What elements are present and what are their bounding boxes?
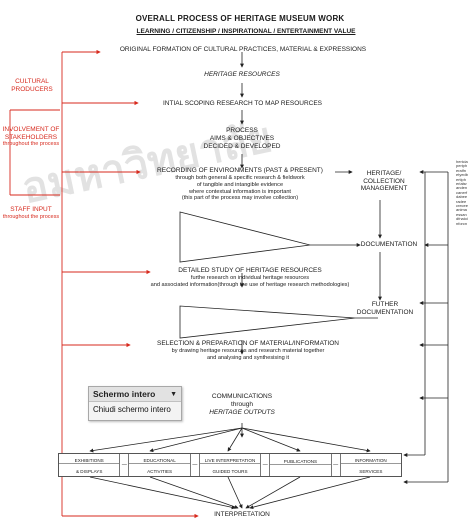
detailed-line2: furthe research on individual heritage r… (190, 275, 310, 281)
process-aims: AIMS & OBJECTIVES (209, 135, 275, 142)
output-top: EXHIBITIONS (59, 457, 120, 464)
step-interpretation: INTERPRETATION (214, 511, 270, 518)
output-cell: INFORMATION SERVICES (340, 454, 402, 476)
recording-line5: (this part of the process may involve co… (181, 195, 299, 202)
step-heritage-resources: HERITAGE RESOURCES (204, 71, 280, 78)
right-edge-text: hericiaperipheralfnetyedbertipherialsran… (456, 159, 468, 226)
output-cell: LIVE INTERPRETATION GUIDED TOURS (199, 454, 262, 476)
output-separator: — (332, 454, 341, 476)
fullscreen-menu[interactable]: Schermo intero ▼ Chiudi schermo intero (88, 386, 182, 421)
output-top: LIVE INTERPRETATION (199, 457, 261, 464)
selection-title: SELECTION & PREPARATION OF MATERIAL/INFO… (157, 340, 339, 347)
recording-line3: of tangible and intangible evidence (196, 181, 284, 188)
step-process: PROCESS AIMS & OBJECTIVES DECIDED & DEVE… (170, 127, 314, 151)
chevron-down-icon[interactable]: ▼ (170, 390, 177, 398)
output-cell: EDUCATIONAL ACTIVITIES (129, 454, 191, 476)
step-recording: RECORDING OF ENVIRONMENTS (PAST & PRESEN… (140, 167, 340, 202)
label-heritage-collection: HERITAGE/ COLLECTION MANAGEMENT (360, 170, 408, 192)
staff-input-title: STAFF INPUT (10, 206, 52, 213)
output-top: INFORMATION (340, 457, 402, 464)
involvement-sub: throughout the process (2, 141, 60, 147)
step-selection: SELECTION & PREPARATION OF MATERIAL/INFO… (128, 340, 368, 362)
selection-line2: by drawing heritage resources and resear… (171, 348, 325, 354)
recording-title: RECORDING OF ENVIRONMENTS (PAST & PRESEN… (157, 167, 323, 174)
step-communications: COMMUNICATIONS through HERITAGE OUTPUTS (180, 393, 304, 417)
step-initial-scoping: INTIAL SCOPING RESEARCH TO MAP RESOURCES (162, 100, 323, 107)
communications-outputs: HERITAGE OUTPUTS (209, 409, 275, 416)
diagram-title: OVERALL PROCESS OF HERITAGE MUSEUM WORK (135, 14, 345, 23)
output-cell: EXHIBITIONS & DISPLAYS (59, 454, 121, 476)
recording-line4: where contextual information is importan… (189, 188, 291, 195)
fullscreen-menu-header[interactable]: Schermo intero ▼ (89, 387, 181, 402)
output-cell: PUBLICATIONS (270, 454, 332, 476)
step-original-formation: ORIGINAL FORMATION OF CULTURAL PRACTICES… (119, 46, 367, 53)
label-staff-input: STAFF INPUT throughout the process (2, 206, 60, 220)
communications-title: COMMUNICATIONS (211, 393, 273, 400)
fullscreen-menu-title: Schermo intero (93, 389, 156, 399)
output-bottom: SERVICES (359, 468, 383, 474)
output-separator: — (120, 454, 130, 476)
detailed-line3: and associated information(through the u… (150, 281, 350, 288)
label-futher-documentation: FUTHER DOCUMENTATION (356, 301, 414, 316)
communications-through: through (230, 401, 254, 408)
diagram-subtitle: LEARNING / CITIZENSHIP / INSPIRATIONAL /… (136, 28, 356, 35)
label-involvement: INVOLVEMENT OF STAKEHOLDERS throughout t… (0, 126, 62, 148)
staff-input-sub: throughout the process (2, 213, 60, 220)
process-title: PROCESS (226, 127, 258, 134)
output-separator: — (191, 454, 200, 476)
output-separator: — (261, 454, 271, 476)
detailed-title: DETAILED STUDY OF HERITAGE RESOURCES (178, 267, 322, 274)
selection-line3: and analysing and synthesising it (206, 354, 290, 361)
output-top: PUBLICATIONS (270, 458, 331, 465)
output-bottom: ACTIVITIES (147, 468, 173, 474)
output-bottom: & DISPLAYS (75, 468, 103, 474)
recording-line2: through both general & specific research… (175, 175, 305, 181)
involvement-title: INVOLVEMENT OF STAKEHOLDERS (2, 126, 60, 141)
label-cultural-producers: CULTURAL PRODUCERS (11, 78, 53, 93)
process-decided: DECIDED & DEVELOPED (203, 143, 281, 150)
exit-fullscreen-item[interactable]: Chiudi schermo intero (93, 405, 171, 414)
heritage-outputs-table: EXHIBITIONS & DISPLAYS — EDUCATIONAL ACT… (58, 453, 402, 477)
label-documentation: DOCUMENTATION (360, 241, 418, 248)
step-detailed-study: DETAILED STUDY OF HERITAGE RESOURCES fur… (135, 267, 365, 289)
output-bottom: GUIDED TOURS (212, 468, 248, 474)
output-top: EDUCATIONAL (129, 457, 190, 464)
